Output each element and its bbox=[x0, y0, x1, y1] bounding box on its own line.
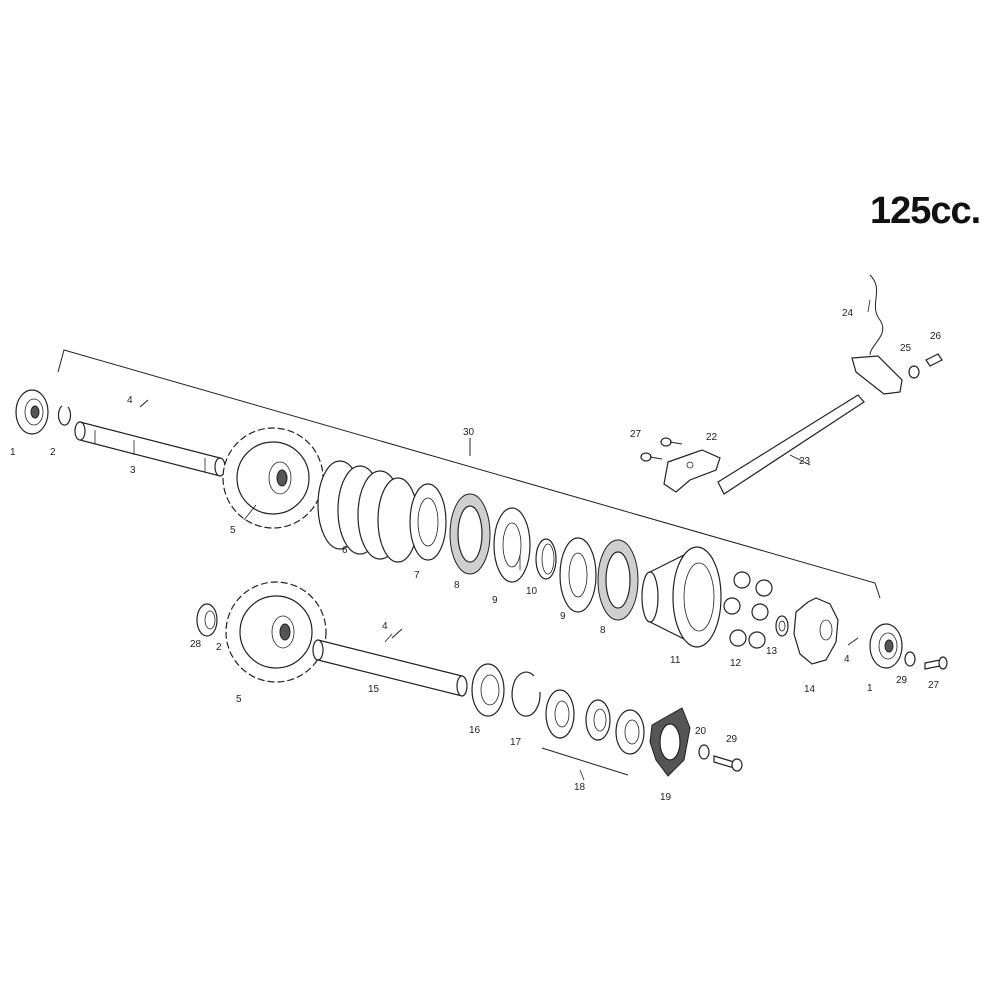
thrust-bearing-8-left bbox=[449, 493, 491, 575]
callout-2: 2 bbox=[216, 642, 222, 653]
bracket-18 bbox=[541, 747, 629, 776]
callout-9: 9 bbox=[492, 595, 498, 606]
callout-7: 7 bbox=[414, 570, 420, 581]
callout-28: 28 bbox=[190, 639, 202, 650]
callout-5: 5 bbox=[230, 525, 236, 536]
callout-11: 11 bbox=[670, 655, 681, 666]
callout-8: 8 bbox=[454, 580, 460, 591]
impeller-19 bbox=[649, 707, 691, 777]
callout-23: 23 bbox=[799, 456, 811, 467]
rod-23 bbox=[717, 394, 865, 495]
seal-18b bbox=[585, 699, 611, 741]
callout-30: 30 bbox=[463, 427, 475, 438]
shaft-15 bbox=[312, 639, 468, 697]
callout-17: 17 bbox=[510, 737, 522, 748]
gear-5-lower bbox=[225, 581, 327, 683]
washer-9-left bbox=[493, 507, 531, 583]
balls-12 bbox=[723, 571, 773, 649]
callout-5: 5 bbox=[236, 694, 242, 705]
seal-18c bbox=[615, 709, 645, 755]
circlip-2-left bbox=[57, 405, 72, 426]
callout-6: 6 bbox=[342, 545, 348, 556]
callout-4: 4 bbox=[844, 654, 850, 665]
callout-25: 25 bbox=[900, 343, 912, 354]
group-bracket-30 bbox=[57, 349, 881, 599]
leader-lines bbox=[133, 299, 871, 781]
callout-15: 15 bbox=[368, 684, 380, 695]
bolt-27-right bbox=[924, 656, 948, 670]
washer-25 bbox=[908, 365, 920, 379]
key-4-upper bbox=[139, 399, 149, 408]
shaft-3 bbox=[74, 421, 226, 477]
screw-29 bbox=[713, 755, 743, 772]
bearing-1-right bbox=[869, 623, 903, 669]
bracket-22 bbox=[663, 449, 721, 493]
washer-7 bbox=[409, 483, 447, 561]
bolt-26 bbox=[925, 353, 943, 367]
callout-4: 4 bbox=[127, 395, 133, 406]
bearing-16 bbox=[471, 663, 505, 717]
bolt-27-upper-a bbox=[660, 437, 683, 447]
callout-27: 27 bbox=[928, 680, 940, 691]
callout-3: 3 bbox=[130, 465, 136, 476]
washer-9-right bbox=[559, 537, 597, 613]
callout-12: 12 bbox=[730, 658, 742, 669]
callout-14: 14 bbox=[804, 684, 816, 695]
callout-2: 2 bbox=[50, 447, 56, 458]
seal-18a bbox=[545, 689, 575, 739]
callout-22: 22 bbox=[706, 432, 718, 443]
callout-20: 20 bbox=[695, 726, 707, 737]
callout-18: 18 bbox=[574, 782, 586, 793]
callout-13: 13 bbox=[766, 646, 778, 657]
key-4-lower bbox=[391, 628, 403, 639]
callout-27: 27 bbox=[630, 429, 642, 440]
callout-1: 1 bbox=[867, 683, 873, 694]
bolt-27-upper-b bbox=[640, 452, 663, 462]
callout-16: 16 bbox=[469, 725, 481, 736]
callout-8: 8 bbox=[600, 625, 606, 636]
callout-19: 19 bbox=[660, 792, 672, 803]
key-4-right bbox=[847, 637, 859, 646]
callout-10: 10 bbox=[526, 586, 538, 597]
callout-29: 29 bbox=[726, 734, 738, 745]
gear-5-upper bbox=[222, 427, 324, 529]
callout-4: 4 bbox=[382, 621, 388, 632]
thrust-bearing-8-right bbox=[597, 539, 639, 621]
cup-11 bbox=[641, 546, 722, 648]
ramp-plate-14 bbox=[793, 597, 839, 665]
needle-bearing-28 bbox=[196, 603, 218, 637]
callout-24: 24 bbox=[842, 308, 854, 319]
callout-labels: 1 2 3 4 5 6 7 8 9 10 9 8 11 12 13 14 4 1… bbox=[10, 308, 942, 803]
ring-10 bbox=[535, 538, 557, 580]
callout-1: 1 bbox=[10, 447, 16, 458]
callout-29: 29 bbox=[896, 675, 908, 686]
callout-26: 26 bbox=[930, 331, 942, 342]
cable-24 bbox=[869, 274, 884, 356]
washer-13 bbox=[775, 615, 789, 637]
spring-6 bbox=[317, 460, 419, 563]
bearing-1-left bbox=[15, 389, 49, 435]
washer-29-right bbox=[904, 651, 916, 667]
snap-ring-17 bbox=[511, 671, 541, 717]
washer-20 bbox=[698, 744, 710, 760]
callout-9: 9 bbox=[560, 611, 566, 622]
diagram-title: 125cc. bbox=[870, 190, 981, 232]
lever-24 bbox=[851, 355, 903, 395]
